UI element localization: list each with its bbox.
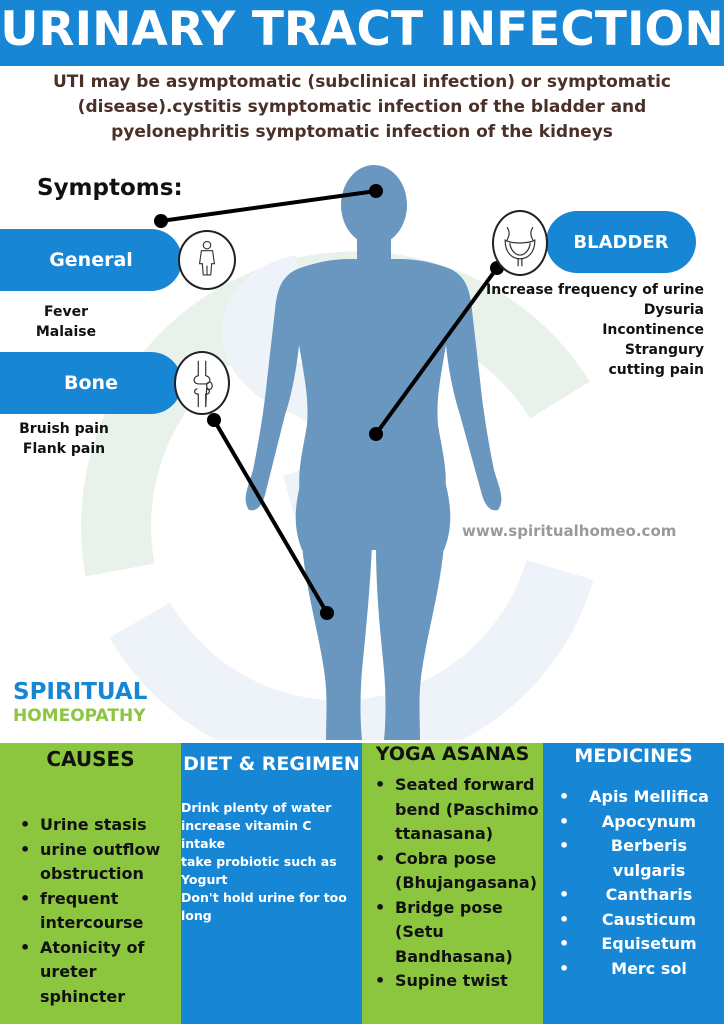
general-label: General: [49, 249, 133, 271]
website-url: www.spiritualhomeo.com: [462, 522, 677, 540]
intro-text: UTI may be asymptomatic (subclinical inf…: [53, 72, 671, 142]
bladder-symptoms-list: Increase frequency of urine Dysuria Inco…: [470, 280, 704, 380]
general-symptoms-list: Fever Malaise: [26, 302, 106, 342]
bone-symptoms-list: Bruish pain Flank pain: [16, 419, 112, 459]
human-body-figure: [154, 165, 504, 740]
list-item: Atonicity of ureter sphincter: [20, 936, 175, 1010]
list-item: Supine twist: [375, 969, 539, 994]
list-item: Equisetum: [559, 932, 719, 957]
diet-line: increase vitamin C intake: [181, 818, 312, 851]
diet-line: Drink plenty of water: [181, 800, 332, 815]
causes-column: CAUSES Urine stasis urine outflow obstru…: [0, 743, 181, 1024]
knee-joint-icon: [174, 351, 230, 415]
bladder-symptom: Increase frequency of urine: [486, 282, 704, 298]
medicines-title: MEDICINES: [574, 745, 693, 767]
list-item: urine outflow obstruction: [20, 838, 175, 887]
bone-pill: Bone: [0, 352, 182, 414]
bladder-symptom: Strangury: [624, 342, 704, 358]
bone-symptom: Flank pain: [22, 441, 106, 457]
diet-column: DIET & REGIMEN Drink plenty of water inc…: [181, 743, 362, 1024]
causes-title: CAUSES: [46, 747, 135, 771]
general-symptom: Malaise: [35, 324, 97, 340]
list-item: Apocynum: [559, 810, 719, 835]
yoga-column: YOGA ASANAS Seated forward bend (Paschim…: [362, 743, 543, 1024]
general-symptom: Fever: [43, 304, 89, 320]
list-item: Bridge pose (Setu Bandhasana): [375, 896, 539, 970]
medicines-column: MEDICINES Apis Mellifica Apocynum Berber…: [543, 743, 724, 1024]
bone-label: Bone: [64, 372, 118, 394]
symptoms-title: Symptoms:: [37, 175, 183, 201]
diet-title: DIET & REGIMEN: [183, 753, 360, 775]
list-item: Berberis vulgaris: [559, 834, 719, 883]
list-item: frequent intercourse: [20, 887, 175, 936]
bladder-label: BLADDER: [573, 231, 669, 253]
diet-line: take probiotic such as Yogurt: [181, 854, 337, 887]
list-item: Cantharis: [559, 883, 719, 908]
header-bar: [0, 0, 724, 66]
list-item: Urine stasis: [20, 813, 175, 838]
page-title: URINARY TRACT INFECTION: [0, 2, 724, 57]
diet-text: Drink plenty of water increase vitamin C…: [181, 799, 359, 925]
bladder-symptom: Incontinence: [602, 322, 704, 338]
causes-list: Urine stasis urine outflow obstruction f…: [20, 813, 175, 1010]
list-item: Causticum: [559, 908, 719, 933]
bladder-symptom: cutting pain: [608, 362, 704, 378]
bone-symptom: Bruish pain: [19, 421, 109, 437]
brand-name-line2: HOMEOPATHY: [13, 706, 146, 726]
bladder-icon: [492, 210, 548, 276]
bladder-symptom: Dysuria: [643, 302, 704, 318]
list-item: Cobra pose (Bhujangasana): [375, 847, 539, 896]
list-item: Apis Mellifica: [559, 785, 719, 810]
list-item: Seated forward bend (Paschimottanasana): [375, 773, 539, 847]
general-pill: General: [0, 229, 182, 291]
bladder-pill: BLADDER: [546, 211, 696, 273]
medicines-list: Apis Mellifica Apocynum Berberis vulgari…: [559, 785, 719, 982]
diet-line: Don't hold urine for too long: [181, 890, 347, 923]
brand-name-line1: SPIRITUAL: [13, 679, 148, 705]
yoga-title: YOGA ASANAS: [375, 743, 530, 765]
yoga-list: Seated forward bend (Paschimottanasana) …: [375, 773, 539, 994]
body-outline-icon: [178, 230, 236, 290]
list-item: Merc sol: [559, 957, 719, 982]
